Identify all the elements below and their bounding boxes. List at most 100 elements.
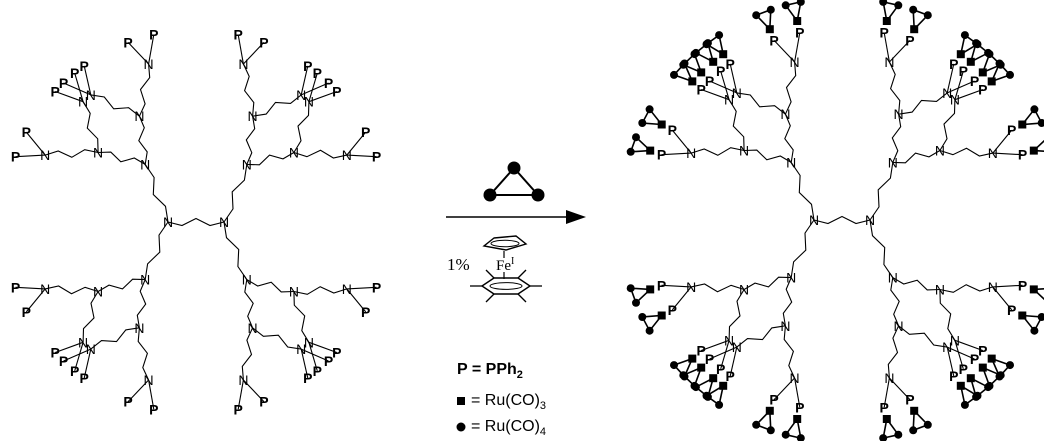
phosphorus-label: P: [905, 32, 914, 48]
ru-co4-circle: [703, 392, 712, 401]
ru-co4-circle: [1006, 70, 1014, 79]
phosphorus-label: P: [332, 345, 341, 361]
chain-bond: [782, 277, 793, 326]
chain-bond: [90, 327, 140, 350]
chain-bond: [246, 152, 295, 166]
chain-bond: [137, 327, 150, 381]
chain-bond: [45, 149, 99, 158]
p-bond: [883, 377, 890, 408]
phosphorus-label: P: [880, 399, 889, 415]
p-bond: [773, 40, 795, 63]
phosphorus-label: P: [303, 58, 312, 74]
phosphorus-label: P: [769, 392, 778, 408]
ru3-triangle: [784, 0, 802, 23]
p-bond: [300, 348, 309, 379]
ru-co4-circle: [985, 381, 994, 390]
p-bond: [992, 129, 1013, 154]
ru3-triangle: [694, 41, 715, 64]
p-bond: [83, 65, 92, 96]
ru3-triangle: [681, 52, 703, 74]
p-bond: [243, 379, 265, 402]
left-dendrimer: NNNNNPPNPPNNPPNPPNNNPPNPPNNPPNPPNNNPPNPP…: [11, 27, 381, 418]
phosphorus-label: P: [716, 63, 725, 79]
legend-p-equals: =: [471, 361, 482, 378]
chain-bond: [167, 217, 225, 227]
phosphorus-label: P: [880, 25, 889, 41]
ru3-triangle: [1031, 139, 1044, 153]
ru-co4-circle: [972, 39, 981, 48]
ru3-triangle: [990, 357, 1012, 378]
p-bond: [63, 348, 92, 362]
ru3-triangle: [912, 408, 930, 432]
legend-circle-equals: =: [471, 418, 481, 435]
p-bond: [661, 152, 692, 156]
p-bond: [709, 80, 738, 94]
phosphorus-label: P: [705, 351, 714, 367]
chain-bond: [90, 94, 140, 117]
ru-co4-circle: [626, 284, 635, 293]
phosphorus-label: P: [1007, 302, 1016, 318]
chain-bond: [144, 221, 169, 280]
legend-circle-sub: 4: [539, 426, 547, 439]
ru-co4-circle: [909, 426, 918, 435]
iron-label: FeI: [496, 256, 514, 275]
p-bond: [237, 379, 244, 410]
phosphorus-label: P: [324, 353, 333, 369]
ru3-triangle: [912, 8, 930, 32]
p-bond: [83, 348, 92, 379]
phosphorus-label: P: [668, 302, 677, 318]
chain-bond: [898, 92, 948, 115]
p-bond: [346, 286, 377, 290]
p-bond: [55, 90, 84, 103]
phosphorus-label: P: [668, 122, 677, 138]
ru-co4-circle: [632, 298, 640, 307]
legend-circle: = Ru(CO)4: [471, 418, 546, 438]
chain-bond: [728, 289, 745, 341]
chain-bond: [241, 327, 254, 381]
phosphorus-label: P: [949, 56, 958, 72]
p-bond: [946, 80, 975, 94]
ru3-cluster-reagent: [483, 161, 545, 202]
p-bond: [308, 342, 318, 372]
phosphorus-label: P: [234, 27, 243, 43]
p-bond: [720, 340, 730, 370]
ru-co4-circle: [670, 70, 678, 79]
p-bond: [25, 288, 46, 313]
p-bond: [346, 154, 377, 158]
ru3-triangle: [1020, 107, 1043, 126]
ru-co4-circle: [923, 420, 932, 429]
methyl-bond: [485, 269, 495, 279]
ru3-triangle: [959, 33, 979, 56]
phosphorus-label: P: [51, 84, 60, 100]
ru-co4-circle: [1006, 361, 1014, 370]
phosphorus-label: P: [978, 82, 987, 98]
phosphorus-label: P: [313, 363, 322, 379]
p-bond: [889, 377, 911, 400]
ru-co4-circle: [984, 48, 993, 57]
ru-co4-circle: [879, 434, 888, 443]
ru3-triangle: [754, 408, 772, 432]
ru-co4-circle: [781, 430, 790, 439]
chain-bond: [784, 113, 794, 163]
chain-bond: [97, 278, 146, 292]
chain-bond: [98, 151, 146, 165]
p-bond: [300, 65, 309, 96]
p-bond: [946, 346, 975, 360]
p-bond: [308, 341, 337, 354]
p-bond: [308, 72, 318, 102]
p-bond: [63, 82, 92, 96]
chain-bond: [244, 279, 254, 329]
phosphorus-label: P: [234, 401, 243, 417]
p-bond: [346, 131, 367, 156]
ru3-triangle: [990, 62, 1012, 83]
chain-bond: [888, 61, 901, 115]
chain-bond: [136, 279, 147, 328]
p-bond: [15, 154, 46, 158]
phosphorus-label: P: [372, 279, 381, 295]
iron-sandwich-catalyst: [470, 235, 542, 303]
ru-co4-circle: [973, 391, 982, 400]
chain-bond: [82, 291, 99, 343]
ru-co4-circle: [691, 383, 700, 392]
p-bond: [300, 348, 329, 362]
chain-bond: [736, 92, 786, 115]
